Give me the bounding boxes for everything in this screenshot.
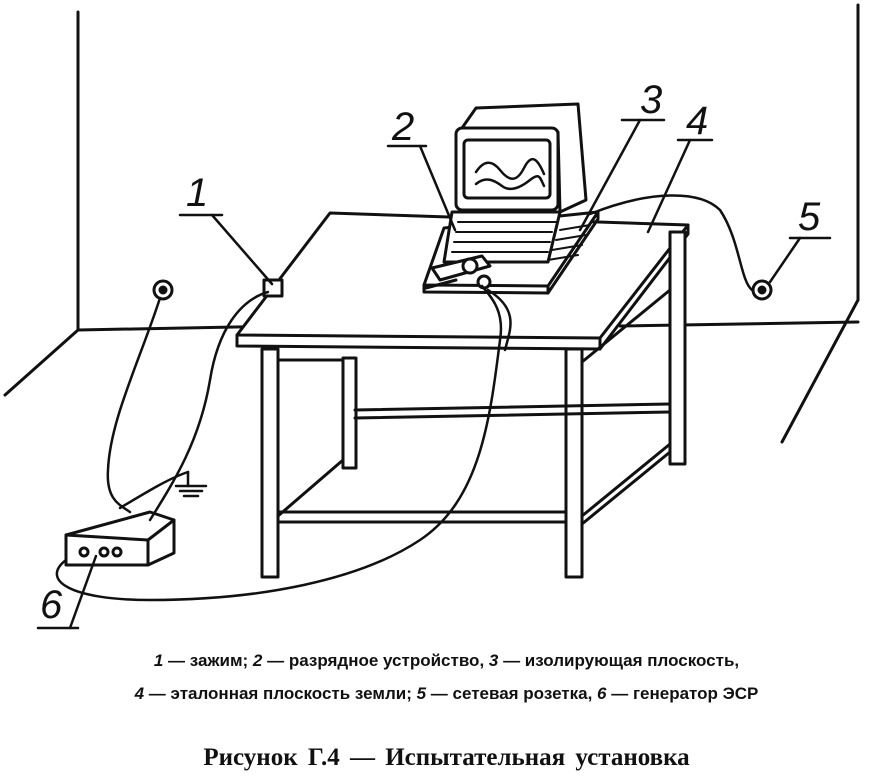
legend-number: 4 [134, 684, 145, 703]
legend-number: 1 [153, 651, 164, 670]
legend-text: — эталонная плоскость земли; [144, 684, 417, 703]
legend-text: — разрядное устройство, [262, 651, 489, 670]
legend-number: 5 [416, 684, 427, 703]
cables [55, 194, 754, 602]
legend-line-2: 4 — эталонная плоскость земли; 5 — сетев… [0, 684, 893, 704]
legend-text: — зажим; [163, 651, 253, 670]
figure-caption: Рисунок Г.4 — Испытательная установка [203, 744, 690, 771]
label-2: 2 [391, 105, 414, 149]
label-1: 1 [186, 171, 208, 215]
socket-left [152, 279, 174, 301]
label-5: 5 [798, 195, 821, 239]
callout-leaders [36, 118, 832, 630]
legend-number: 3 [488, 651, 499, 670]
esd-generator [64, 510, 176, 567]
label-4: 4 [686, 99, 708, 143]
legend-number: 6 [597, 684, 607, 703]
legend-text: — генератор ЭСР [606, 684, 759, 703]
ground-icon [174, 470, 208, 498]
legend-line-1: 1 — зажим; 2 — разрядное устройство, 3 —… [0, 651, 893, 671]
label-3: 3 [640, 78, 662, 122]
equipment-under-test [442, 102, 588, 264]
room-lines [3, 3, 860, 444]
discharge-device [424, 254, 492, 290]
legend-number: 2 [252, 651, 263, 670]
legend-text: — изолирующая плоскость, [498, 651, 740, 670]
mains-socket [751, 279, 773, 301]
legend-text: — сетевая розетка, [426, 684, 598, 703]
label-6: 6 [40, 583, 63, 627]
